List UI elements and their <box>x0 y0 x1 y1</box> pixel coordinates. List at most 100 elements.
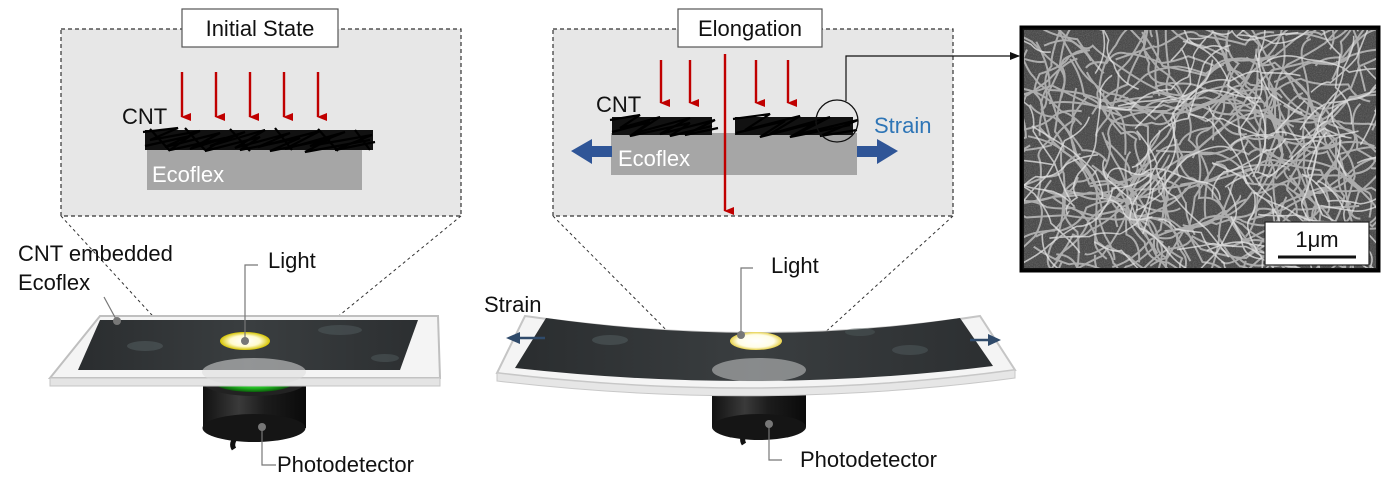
cnt-layer <box>142 126 376 154</box>
cnt-fiber <box>1129 59 1214 221</box>
device-strain-arrows <box>506 332 1001 346</box>
cnt-fiber <box>1063 127 1211 195</box>
ecoflex-layer-stretched <box>611 133 857 175</box>
scale-bar-label: 1μm <box>1295 227 1338 252</box>
cnt-fiber <box>1170 30 1283 99</box>
left-device <box>47 264 442 466</box>
cnt-fiber <box>1214 37 1284 168</box>
sem-image: 1μm <box>1019 25 1381 273</box>
cnt-fiber <box>1114 97 1295 128</box>
photodetector-label-left: Photodetector <box>277 452 414 477</box>
cnt-fiber <box>1164 207 1303 233</box>
cnt-fiber <box>1094 30 1106 75</box>
cnt-fiber <box>1266 55 1376 74</box>
cnt-fiber <box>1320 204 1376 212</box>
cnt-fiber <box>1229 77 1371 117</box>
cnt-fiber <box>1245 77 1284 238</box>
cnt-fiber <box>1175 138 1283 249</box>
cnt-fiber <box>1331 30 1352 81</box>
cnt-fiber <box>1100 109 1167 218</box>
strain-arrow-right <box>857 139 898 164</box>
cnt-fiber <box>1046 169 1098 268</box>
cnt-label: CNT <box>122 104 167 129</box>
cnt-fiber <box>1102 91 1167 224</box>
cnt-fiber <box>1257 30 1303 114</box>
cnt-fiber <box>1035 41 1052 204</box>
cnt-fiber <box>1089 173 1196 236</box>
light-label-middle: Light <box>771 253 819 278</box>
cnt-fiber <box>1335 30 1376 64</box>
cnt-embedded-label-line1: CNT embedded <box>18 241 173 266</box>
cnt-fiber <box>1101 131 1179 268</box>
cnt-fiber <box>1331 35 1355 177</box>
zoom-connector <box>845 52 1020 101</box>
cnt-layer-cracked <box>609 112 859 139</box>
cnt-fiber <box>1031 125 1153 221</box>
cnt-fiber <box>1188 113 1283 231</box>
cnt-fiber <box>1142 47 1192 235</box>
cnt-fiber <box>1149 198 1247 267</box>
cnt-fiber <box>1117 89 1262 107</box>
cnt-fiber <box>1074 208 1119 268</box>
elongation-title-box <box>677 8 823 48</box>
cnt-fiber <box>1200 30 1241 121</box>
cnt-fiber <box>1024 101 1072 202</box>
cnt-fiber <box>1299 84 1376 131</box>
cnt-fiber <box>1142 30 1244 105</box>
zoom-circle <box>815 99 859 143</box>
photodetector-label-middle: Photodetector <box>800 447 937 472</box>
cnt-fiber <box>1091 164 1164 268</box>
cnt-fiber <box>1091 30 1149 115</box>
cnt-fiber <box>1024 58 1047 63</box>
ecoflex-layer <box>147 148 362 190</box>
cnt-fiber <box>1152 91 1288 136</box>
cnt-fiber <box>1024 109 1082 131</box>
initial-state-title-box <box>181 8 339 48</box>
cnt-fiber <box>1024 116 1091 202</box>
cnt-fiber <box>1136 130 1230 258</box>
cnt-fiber <box>1270 30 1339 126</box>
strain-arrow-left <box>571 139 612 164</box>
cnt-fiber <box>1211 127 1352 199</box>
cnt-fiber <box>1048 71 1231 116</box>
cnt-fiber <box>1085 71 1234 113</box>
cnt-fiber <box>1107 37 1207 111</box>
cnt-fiber <box>1095 30 1148 137</box>
cnt-fiber <box>1024 36 1066 150</box>
cnt-fiber <box>1033 49 1088 136</box>
cnt-fiber <box>1291 208 1321 268</box>
cnt-fiber <box>1200 186 1238 268</box>
ecoflex-label-stretched: Ecoflex <box>618 146 690 171</box>
cnt-fiber <box>1024 185 1081 254</box>
cnt-fiber <box>1102 30 1139 91</box>
cnt-fiber <box>1042 30 1105 74</box>
cnt-fiber <box>1170 30 1299 62</box>
middle-device <box>495 267 1017 461</box>
cnt-fiber <box>1230 215 1264 268</box>
cnt-fiber <box>1154 30 1161 97</box>
cnt-fiber <box>1050 191 1124 268</box>
strain-label-inset: Strain <box>874 113 931 138</box>
cnt-fiber <box>1024 154 1098 187</box>
cnt-fiber-network-bright <box>1024 30 1376 268</box>
cnt-fiber <box>1033 245 1101 268</box>
cnt-fiber <box>1207 105 1359 139</box>
cnt-fiber <box>1301 173 1376 205</box>
cnt-fiber <box>1024 199 1076 210</box>
cnt-fiber <box>1041 233 1059 268</box>
initial-state-title: Initial State <box>206 16 315 41</box>
cnt-fiber <box>1158 218 1227 268</box>
cnt-fiber <box>1239 57 1376 126</box>
cnt-fiber <box>1238 30 1310 45</box>
cnt-fiber <box>1310 30 1369 93</box>
cnt-fiber <box>1242 260 1247 268</box>
cnt-fiber <box>1327 156 1376 188</box>
cnt-fiber <box>1131 44 1231 169</box>
cnt-fiber <box>1024 40 1051 53</box>
strain-label-device: Strain <box>484 292 541 317</box>
cnt-fiber <box>1256 155 1376 219</box>
cnt-fiber <box>1253 30 1283 103</box>
cnt-fiber <box>1060 151 1080 268</box>
cnt-fiber <box>1257 30 1289 53</box>
